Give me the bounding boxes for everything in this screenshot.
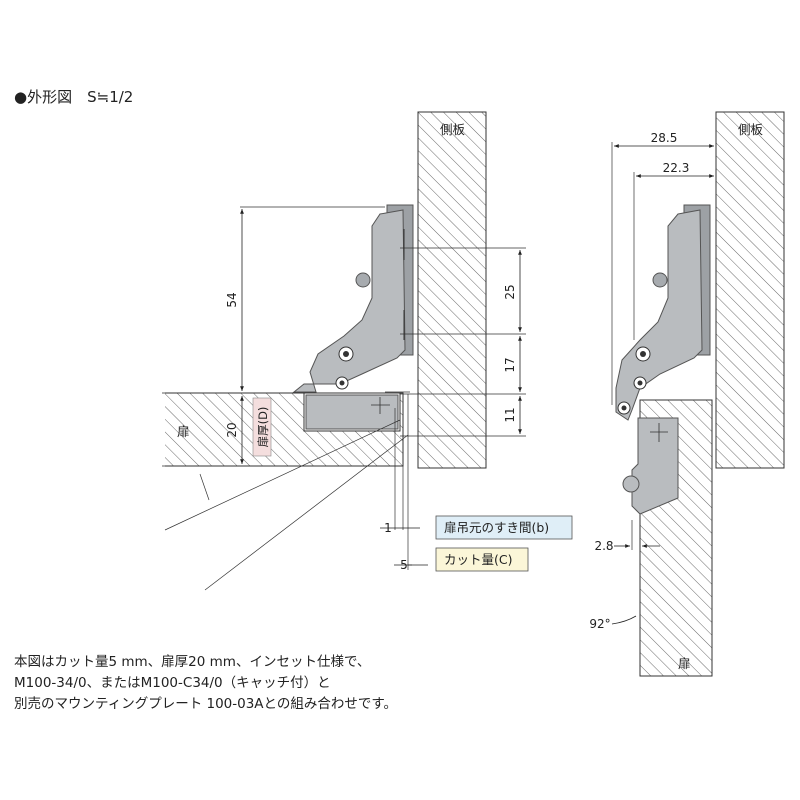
dim-1: 1 <box>384 521 392 535</box>
dim-angle: 92° <box>589 617 610 631</box>
door-label-right: 扉 <box>678 656 691 671</box>
door-thickness-label: 扉厚(D) <box>256 407 270 448</box>
dim-2-8: 2.8 <box>594 539 613 553</box>
door-right <box>622 399 713 677</box>
description-line-2: M100-34/0、またはM100-C34/0（キャッチ付）と <box>14 675 331 691</box>
construction-lines-left <box>164 206 526 591</box>
side-panel-label-left: 側板 <box>440 122 466 137</box>
door-thickness-label-bg <box>252 397 272 457</box>
hinge-arm-left <box>292 204 414 393</box>
hinge-arm-right <box>615 204 711 421</box>
dim-54: 54 <box>225 292 239 307</box>
description-text: 本図はカット量5 mm、扉厚20 mm、インセット仕様で、 M100-34/0、… <box>14 652 397 715</box>
side-panel-label-right: 側板 <box>738 122 764 137</box>
cut-callout-box <box>435 547 529 572</box>
gap-callout-label: 扉吊元のすき間(b) <box>444 520 549 535</box>
page-title: ●外形図 S≒1/2 <box>14 88 134 106</box>
dim-22-3: 22.3 <box>663 161 690 175</box>
dim-11: 11 <box>503 407 517 422</box>
dim-17: 17 <box>503 357 517 372</box>
dimension-lines-right <box>611 144 714 625</box>
cut-callout-label: カット量(C) <box>444 552 512 567</box>
dimension-lines-left <box>240 209 522 566</box>
description-line-1: 本図はカット量5 mm、扉厚20 mm、インセット仕様で、 <box>14 654 371 670</box>
side-panel-right <box>715 111 785 469</box>
door-label-left: 扉 <box>177 424 190 439</box>
side-panel-left <box>417 111 487 469</box>
construction-lines-right <box>611 142 641 550</box>
dim-28-5: 28.5 <box>651 131 678 145</box>
door-left <box>165 392 404 467</box>
dim-25: 25 <box>503 284 517 299</box>
dim-20: 20 <box>225 422 239 437</box>
gap-callout-box <box>435 515 573 540</box>
dim-5: 5 <box>400 558 408 572</box>
description-line-3: 別売のマウンティングプレート 100-03Aとの組み合わせです。 <box>14 696 398 712</box>
